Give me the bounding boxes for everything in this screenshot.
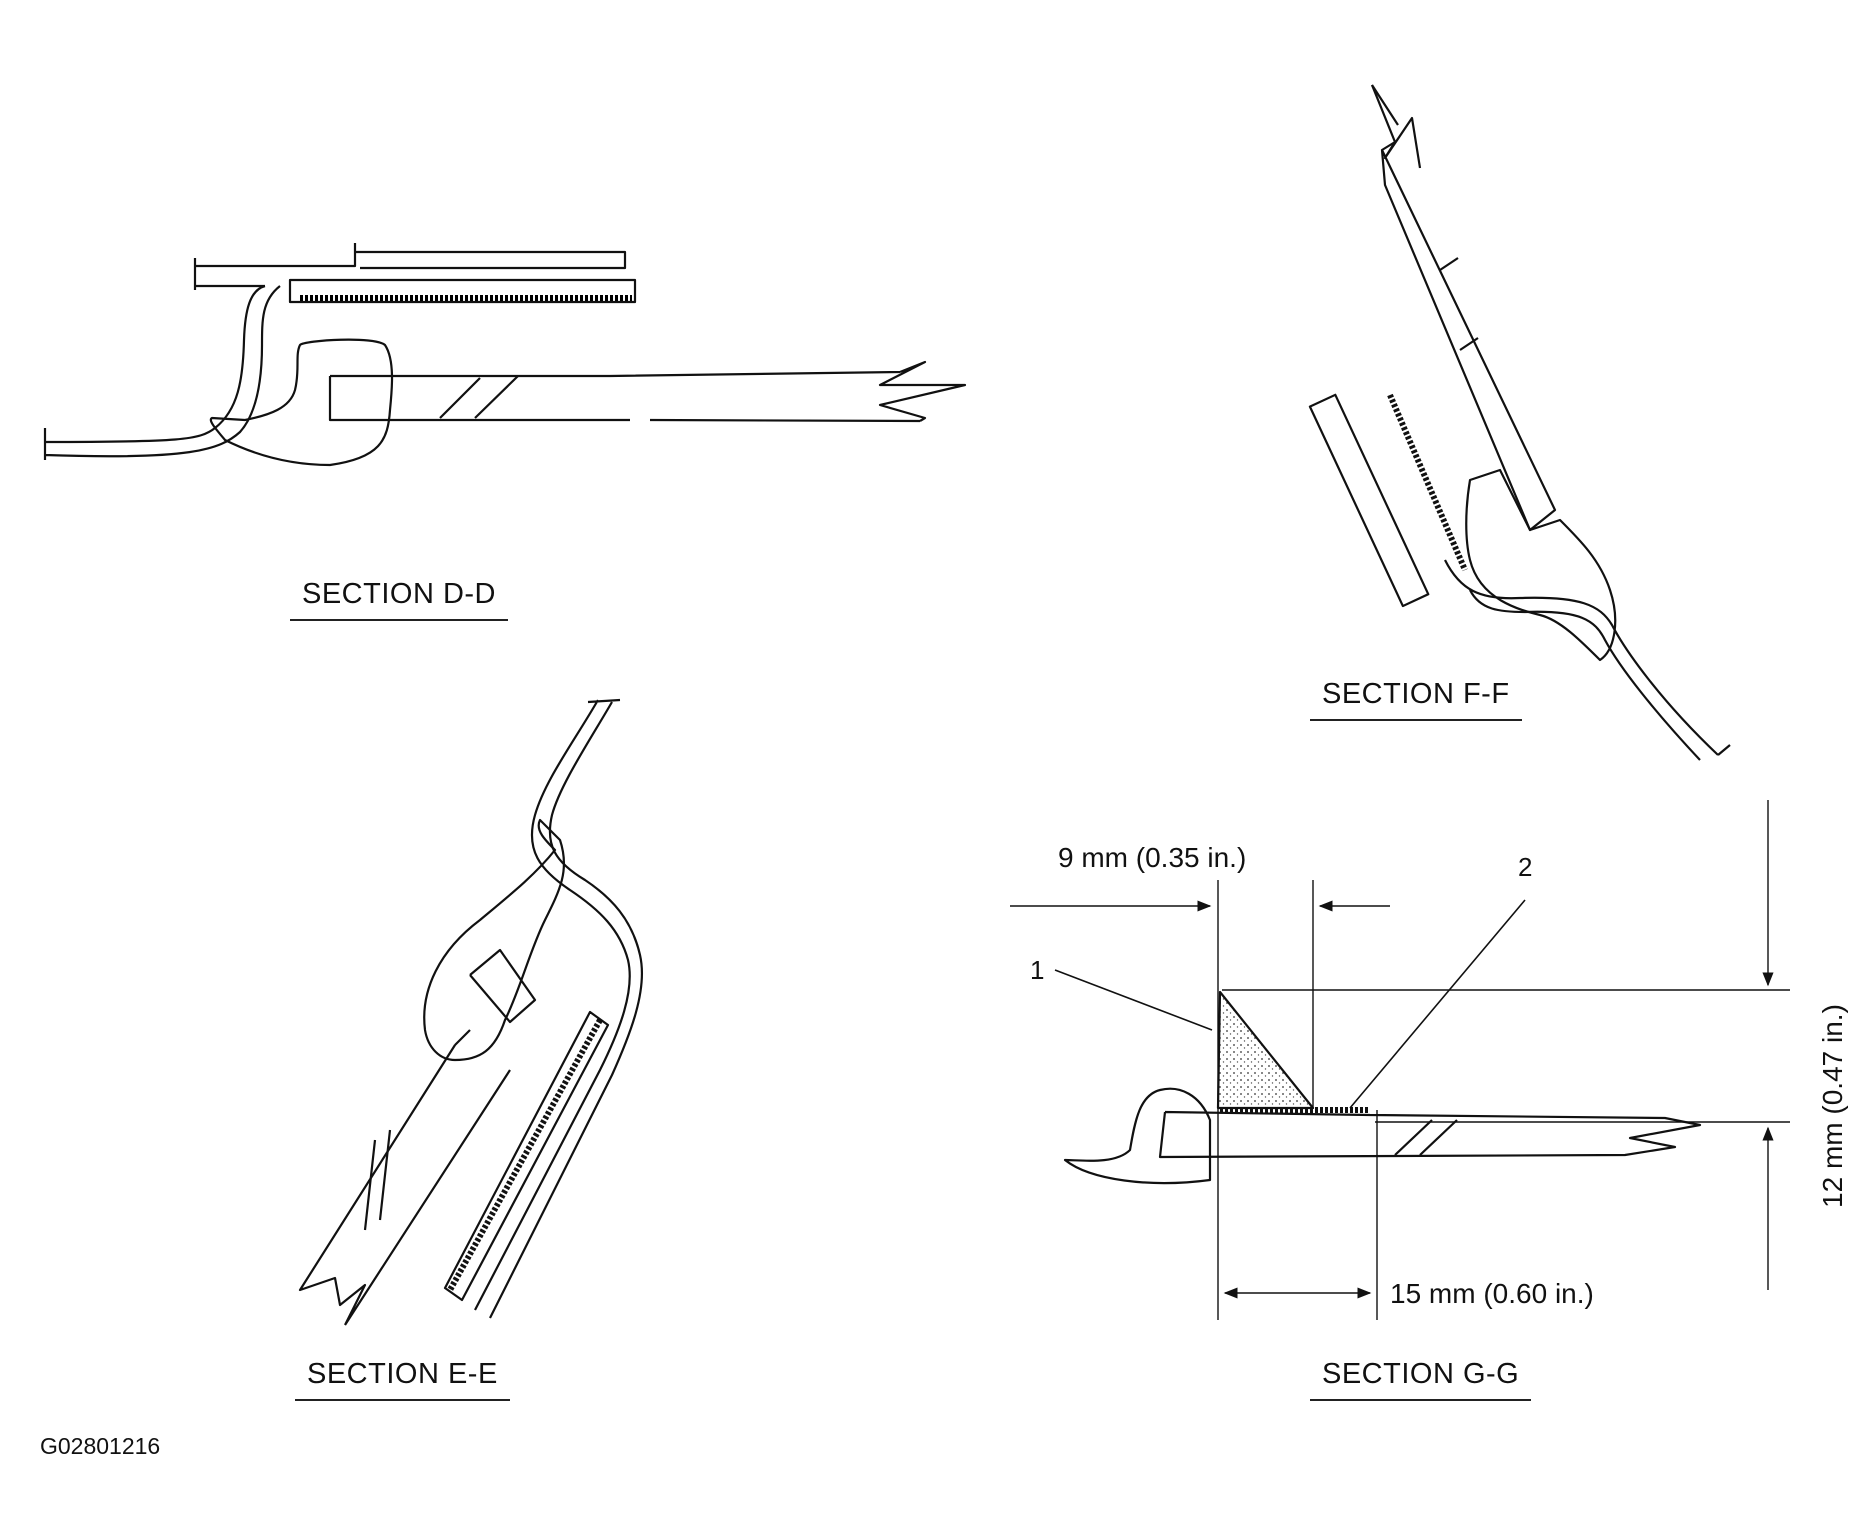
section-d-d-drawing	[43, 243, 967, 467]
callout-1-leader	[1054, 969, 1213, 1031]
section-e-e-title: SECTION E-E	[295, 1358, 510, 1401]
dimension-lines	[1010, 800, 1790, 1320]
glass-pane-g	[1158, 1110, 1702, 1159]
seal-molding	[209, 338, 394, 467]
glass-hatch-g	[1394, 1119, 1458, 1156]
glass-pane-e	[298, 1029, 511, 1326]
seal-molding-g	[1063, 1087, 1212, 1185]
urethane-bead	[1216, 990, 1315, 1110]
figure-code: G02801216	[40, 1433, 161, 1459]
section-e-e-drawing	[298, 698, 644, 1326]
glass-hatch	[439, 375, 519, 419]
glass-pane-f	[1370, 84, 1557, 532]
callout-2: 2	[1518, 852, 1533, 882]
section-f-f-title: SECTION F-F	[1310, 678, 1522, 721]
bonding-layer-e	[447, 1018, 603, 1292]
glass-hatch-f	[1439, 257, 1479, 351]
bonded-strip-e	[443, 1010, 610, 1302]
dimension-12mm-label: 12 mm (0.47 in.)	[1817, 1004, 1848, 1208]
dimension-9mm-label: 9 mm (0.35 in.)	[1058, 842, 1247, 873]
seal-molding-e	[423, 818, 566, 1062]
bonding-layer-f	[1387, 393, 1468, 572]
clip-e	[469, 948, 537, 1024]
seal-molding-f	[1465, 468, 1617, 662]
bonded-strip-f	[1308, 393, 1430, 608]
upper-plate	[355, 250, 627, 270]
section-d-d-title: SECTION D-D	[290, 578, 508, 621]
section-g-g-drawing	[1054, 899, 1702, 1185]
body-panel	[43, 284, 281, 460]
callout-2-leader	[1349, 899, 1526, 1109]
upper-flange	[193, 243, 357, 290]
upper-bonded-strip	[288, 278, 637, 304]
callout-1: 1	[1030, 955, 1045, 985]
dimension-15mm-label: 15 mm (0.60 in.)	[1390, 1278, 1594, 1309]
glass-pane	[328, 360, 967, 423]
body-panel-f	[1444, 559, 1731, 761]
section-f-f-drawing	[1308, 84, 1731, 761]
glass-break-f	[1371, 84, 1399, 126]
glass-hatch-e	[363, 1129, 392, 1231]
section-g-g-title: SECTION G-G	[1310, 1358, 1532, 1401]
body-panel-e	[474, 698, 644, 1319]
